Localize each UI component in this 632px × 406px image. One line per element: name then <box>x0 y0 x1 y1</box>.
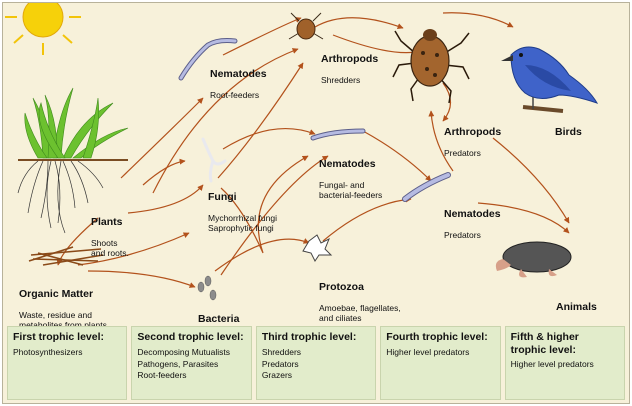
nematodes-root-title: Nematodes <box>210 68 267 80</box>
arthropods-shredders-label: Arthropods Shredders <box>321 43 378 95</box>
animals-title: Animals <box>556 301 597 313</box>
animals-label: Animals <box>556 291 597 323</box>
birds-title: Birds <box>555 126 582 138</box>
trophic-level-5: Fifth & higher trophic level: Higher lev… <box>504 326 626 400</box>
plants-title: Plants <box>91 216 123 228</box>
nematodes-fungal-sub: Fungal- and bacterial-feeders <box>319 180 383 200</box>
trophic-level-3-desc: Shredders Predators Grazers <box>261 347 302 380</box>
trophic-level-1-title: First trophic level: <box>13 331 105 343</box>
organic-matter-illustration <box>28 246 104 266</box>
nematodes-fungal-title: Nematodes <box>319 158 376 170</box>
birds-label: Birds <box>555 116 582 148</box>
trophic-level-3-title: Third trophic level: <box>261 331 357 343</box>
bacteria-label: Bacteria <box>198 303 239 335</box>
trophic-level-4-title: Fourth trophic level: <box>386 331 488 343</box>
arthropods-shredders-sub: Shredders <box>321 75 361 85</box>
nematodes-fungal-label: Nematodes Fungal- and bacterial-feeders <box>319 148 382 210</box>
arthropods-predators-label: Arthropods Predators <box>444 116 501 168</box>
plants-sub: Shoots and roots. <box>91 238 129 258</box>
protozoa-sub: Amoebae, flagellates, and ciliates <box>319 303 401 323</box>
trophic-level-2-title: Second trophic level: <box>137 331 244 343</box>
nematodes-root-sub: Root-feeders <box>210 90 260 100</box>
arthropod-predator-icon <box>392 29 470 104</box>
bacteria-icon <box>197 275 217 301</box>
energy-flow-arrows <box>56 12 570 288</box>
plants-label: Plants Shoots and roots. <box>91 206 129 268</box>
nematodes-predators-label: Nematodes Predators <box>444 198 501 250</box>
arthropod-shredder-icon <box>288 12 324 40</box>
nematodes-predators-title: Nematodes <box>444 208 501 220</box>
plants-illustration <box>17 87 129 234</box>
fungi-sub: Mychorrhizal fungi Saprophytic fungi <box>208 213 277 233</box>
trophic-level-1-desc: Photosynthesizers <box>13 347 83 357</box>
bacteria-title: Bacteria <box>198 313 240 325</box>
nematodes-predators-sub: Predators <box>444 230 481 240</box>
organic-matter-title: Organic Matter <box>19 288 94 300</box>
trophic-level-4: Fourth trophic level: Higher level preda… <box>380 326 501 400</box>
fungi-title: Fungi <box>208 191 237 203</box>
trophic-level-2-desc: Decomposing Mutualists Pathogens, Parasi… <box>137 347 231 380</box>
arthropods-shredders-title: Arthropods <box>321 53 379 65</box>
protozoa-title: Protozoa <box>319 281 364 293</box>
trophic-level-3: Third trophic level: Shredders Predators… <box>255 326 377 400</box>
trophic-level-5-desc: Higher level predators <box>510 359 594 369</box>
nematodes-root-label: Nematodes Root-feeders <box>210 58 267 110</box>
protozoa-icon <box>302 234 333 262</box>
trophic-levels-row: First trophic level: Photosynthesizers S… <box>7 326 626 400</box>
food-web-illustration <box>5 3 599 301</box>
protozoa-label: Protozoa Amoebae, flagellates, and cilia… <box>319 271 401 333</box>
trophic-level-4-desc: Higher level predators <box>386 347 470 357</box>
arthropods-predators-title: Arthropods <box>444 126 502 138</box>
trophic-level-5-title: Fifth & higher trophic level: <box>510 331 579 356</box>
trophic-level-1: First trophic level: Photosynthesizers <box>7 326 128 400</box>
arthropods-predators-sub: Predators <box>444 148 481 158</box>
fungi-icon <box>201 137 227 183</box>
bird-icon <box>501 46 599 113</box>
trophic-level-2: Second trophic level: Decomposing Mutual… <box>131 326 252 400</box>
sun-icon <box>5 3 81 55</box>
fungi-label: Fungi Mychorrhizal fungi Saprophytic fun… <box>208 181 277 243</box>
mole-icon <box>495 241 572 278</box>
